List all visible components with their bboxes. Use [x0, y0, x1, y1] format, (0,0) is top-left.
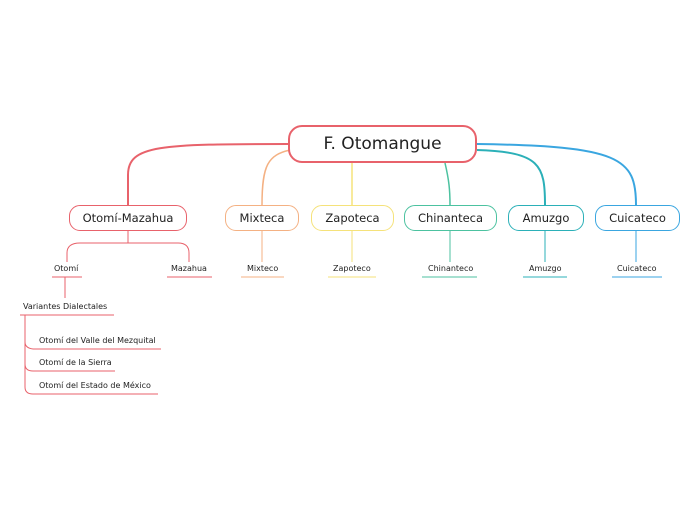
branch-label: Cuicateco	[609, 211, 666, 225]
subtopic-variantes-dialectales[interactable]: Variantes Dialectales	[23, 302, 108, 311]
branch-cuicateco[interactable]: Cuicateco	[595, 205, 680, 231]
subtopic-amuzgo[interactable]: Amuzgo	[529, 264, 562, 273]
branch-label: Amuzgo	[522, 211, 570, 225]
branch-label: Zapoteca	[325, 211, 380, 225]
subtopic-zapoteco[interactable]: Zapoteco	[333, 264, 371, 273]
branch-otomi-mazahua[interactable]: Otomí-Mazahua	[69, 205, 187, 231]
subtopic-otomi-estado-mexico[interactable]: Otomí del Estado de México	[39, 381, 151, 390]
branch-mixteca[interactable]: Mixteca	[225, 205, 299, 231]
branch-amuzgo[interactable]: Amuzgo	[508, 205, 584, 231]
subtopic-otomi-sierra[interactable]: Otomí de la Sierra	[39, 358, 112, 367]
subtopic-otomi[interactable]: Otomí	[54, 264, 79, 273]
branch-label: Chinanteca	[417, 211, 484, 225]
subtopic-otomi-valle-mezquital[interactable]: Otomí del Valle del Mezquital	[39, 336, 156, 345]
subtopic-chinanteco[interactable]: Chinanteco	[428, 264, 474, 273]
root-node[interactable]: F. Otomangue	[288, 125, 477, 163]
root-label: F. Otomangue	[323, 134, 442, 154]
subtopic-mixteco[interactable]: Mixteco	[247, 264, 279, 273]
branch-label: Otomí-Mazahua	[82, 211, 174, 225]
branch-label: Mixteca	[239, 211, 285, 225]
subtopic-cuicateco[interactable]: Cuicateco	[617, 264, 657, 273]
branch-zapoteca[interactable]: Zapoteca	[311, 205, 394, 231]
subtopic-mazahua[interactable]: Mazahua	[171, 264, 207, 273]
branch-chinanteca[interactable]: Chinanteca	[404, 205, 497, 231]
